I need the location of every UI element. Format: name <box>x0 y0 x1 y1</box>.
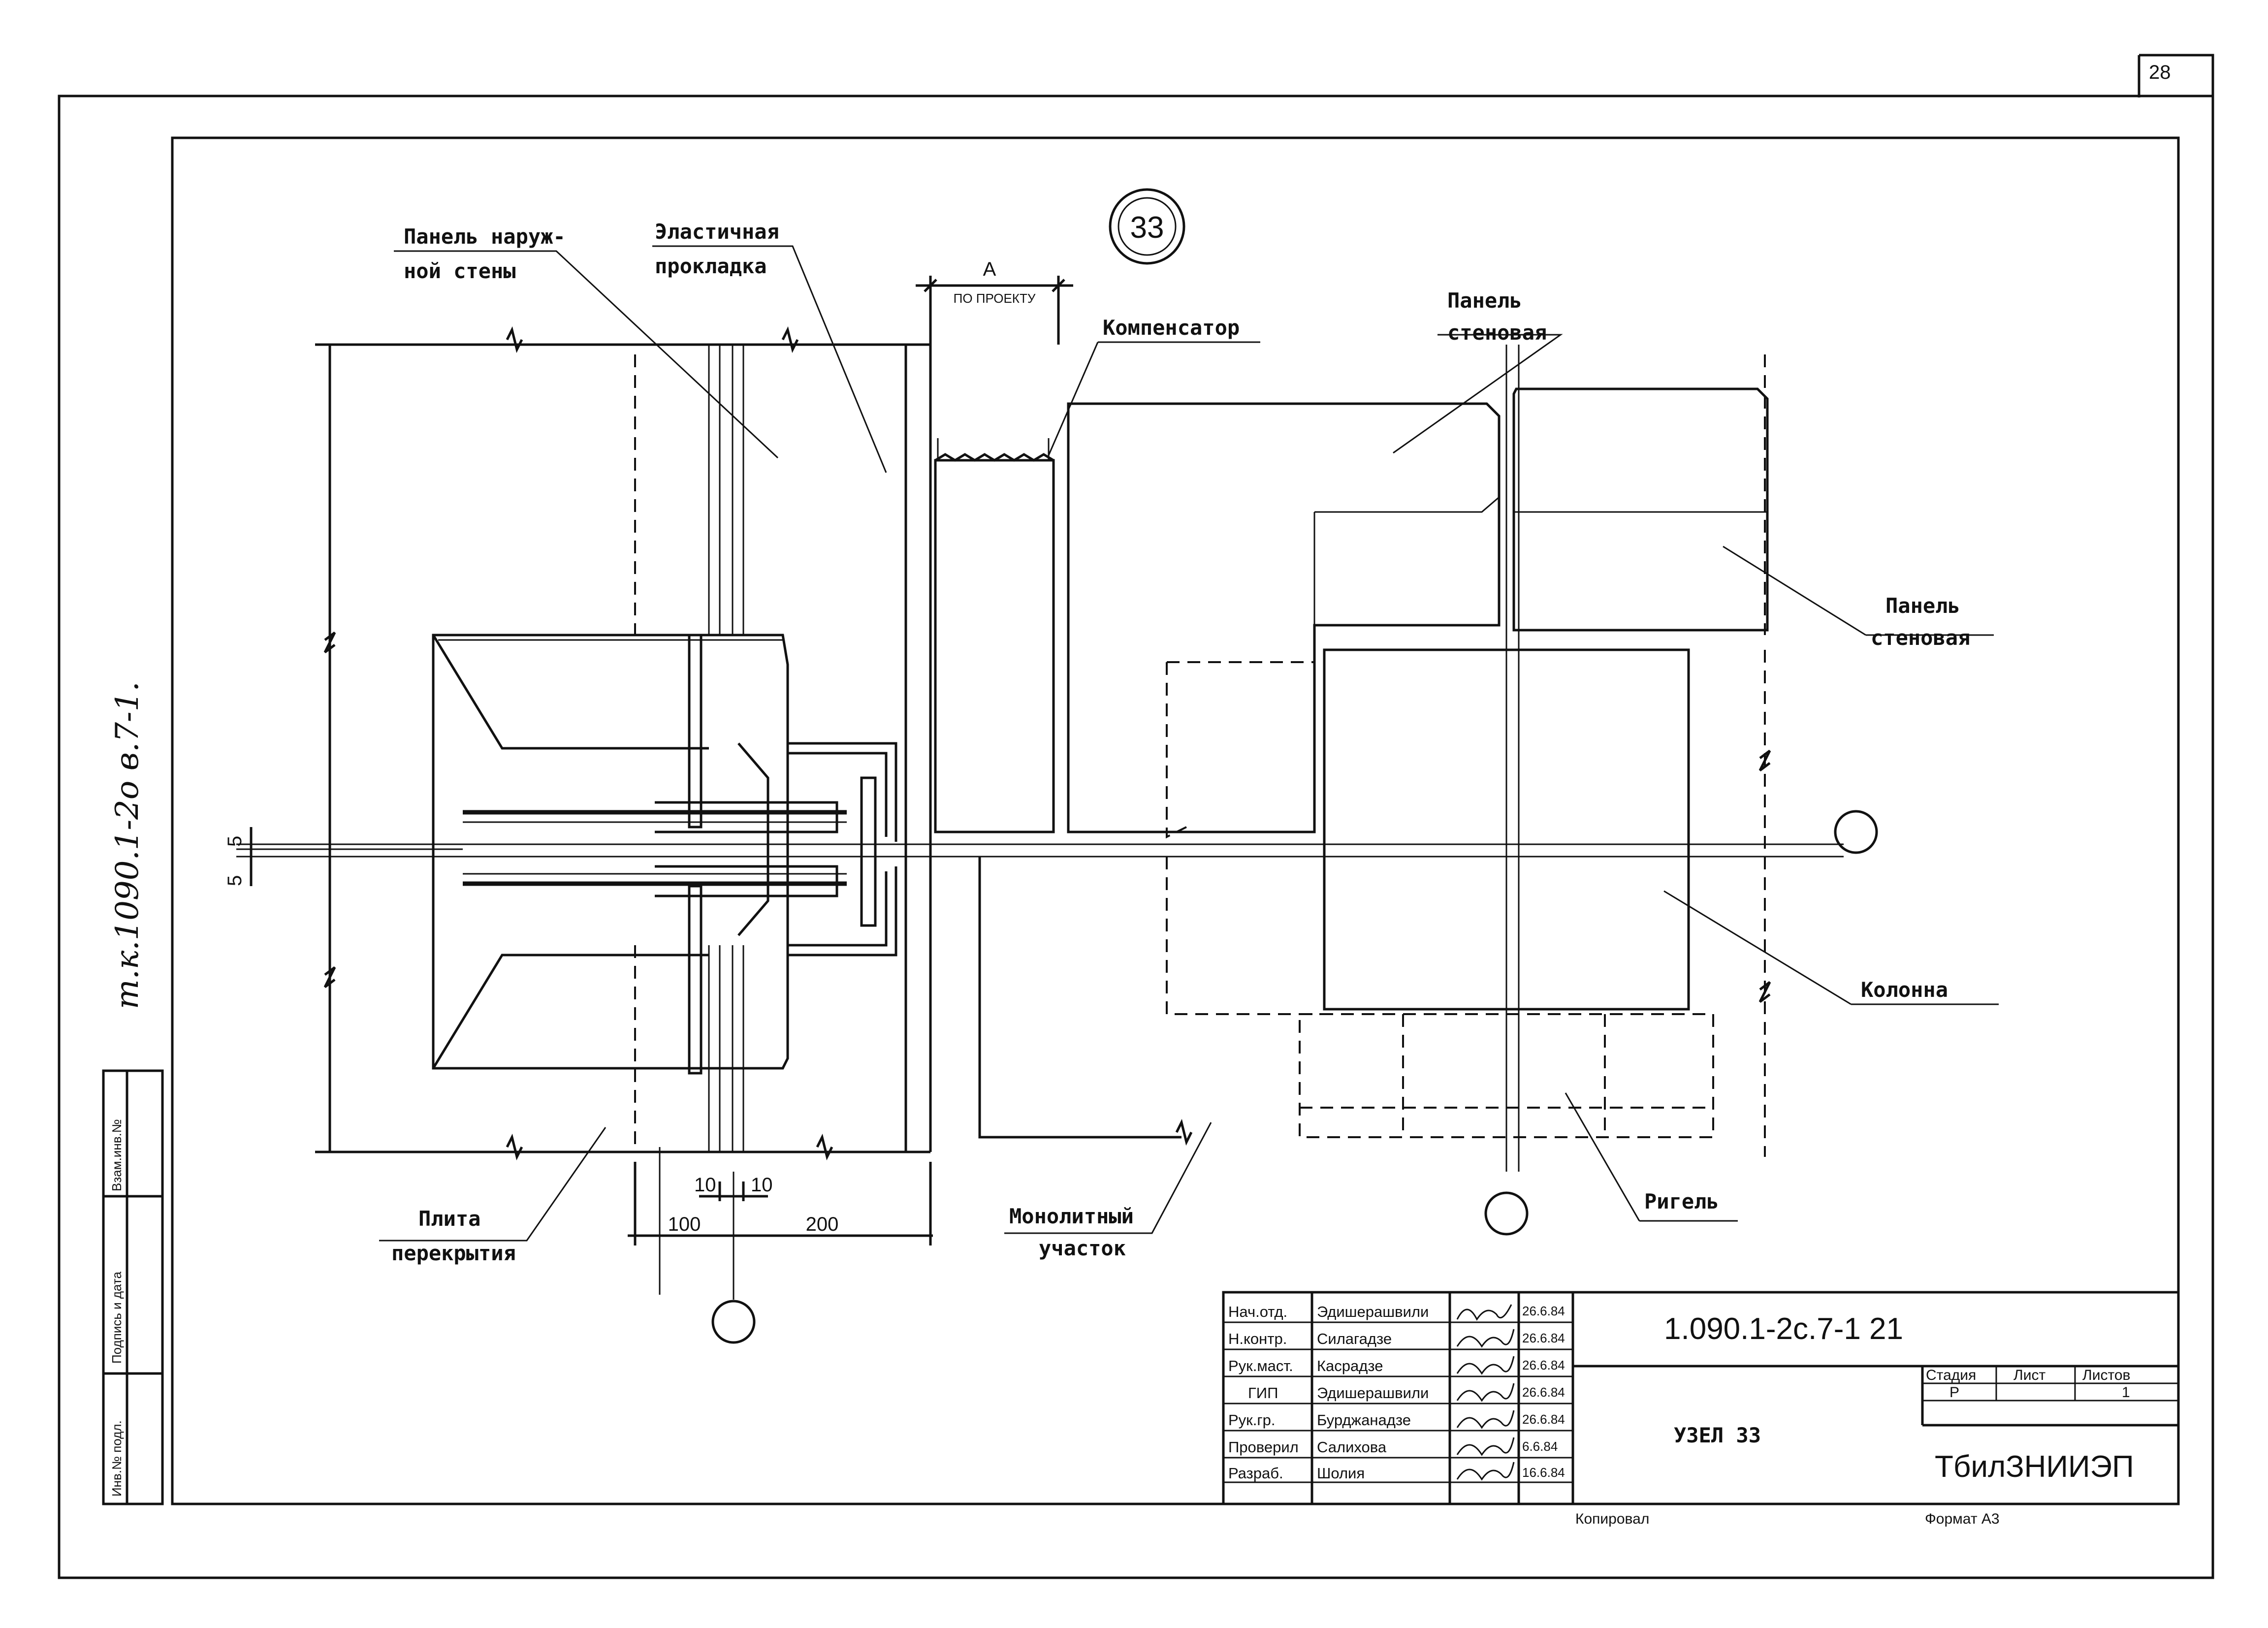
title-block: Нач.отд. Эдишерашвили 26.6.84 Н.контр. С… <box>1222 1291 2180 1505</box>
svg-text:6.6.84: 6.6.84 <box>1522 1439 1558 1454</box>
node-title: УЗЕЛ 33 <box>1674 1423 1761 1447</box>
svg-text:26.6.84: 26.6.84 <box>1522 1412 1565 1427</box>
label-wall-panel-right-1: Панель <box>1885 594 1960 618</box>
label-slab-1: Плита <box>418 1207 480 1231</box>
outer-frame <box>58 95 2214 1579</box>
column <box>1323 345 1771 1172</box>
organization: ТбилЗНИИЭП <box>1935 1450 2134 1484</box>
svg-text:Салихова: Салихова <box>1317 1438 1387 1456</box>
dim-100: 100 <box>668 1213 701 1235</box>
dim-ten-left: 10 <box>694 1174 716 1196</box>
svg-text:Н.контр.: Н.контр. <box>1228 1330 1287 1347</box>
title-row-6: Разраб. Шолия 16.6.84 <box>1228 1465 1565 1482</box>
drawing-designation: 1.090.1-2с.7-1 21 <box>1664 1312 1903 1346</box>
label-column: Колонна <box>1861 978 1948 1002</box>
svg-text:Разраб.: Разраб. <box>1228 1465 1283 1482</box>
label-wall-panel-right-2: стеновая <box>1871 626 1970 650</box>
node-marker: 33 <box>1109 188 1185 265</box>
floor-slab <box>236 634 1844 1075</box>
stage-label: Стадия <box>1926 1367 1976 1383</box>
title-row-2: Рук.маст. Касрадзе 26.6.84 <box>1228 1357 1565 1374</box>
label-compensator: Компенсатор <box>1103 316 1240 340</box>
leader-lines <box>379 245 1999 1242</box>
svg-text:26.6.84: 26.6.84 <box>1522 1358 1565 1373</box>
dim-gap-left: 5 <box>224 875 246 886</box>
copied-label: Копировал <box>1575 1511 1649 1527</box>
elastic-gasket <box>934 438 1055 833</box>
stage-value: Р <box>1949 1384 1959 1401</box>
side-stamp <box>102 1069 164 1505</box>
svg-text:26.6.84: 26.6.84 <box>1522 1385 1565 1400</box>
sheets-value: 1 <box>2122 1384 2130 1401</box>
label-monolith-2: участок <box>1039 1236 1126 1260</box>
dimension-a: А ПО ПРОЕКТУ <box>916 258 1073 345</box>
dim-200: 200 <box>806 1213 839 1235</box>
sheet-label: Лист <box>2013 1367 2045 1383</box>
side-stamp-inv: Инв.№ подл. <box>109 1420 124 1497</box>
svg-text:Рук.гр.: Рук.гр. <box>1228 1411 1276 1429</box>
label-crossbar: Ригель <box>1644 1189 1719 1213</box>
sheet-number-box <box>2138 54 2214 97</box>
svg-text:Эдишерашвили: Эдишерашвили <box>1317 1303 1429 1320</box>
title-row-5: Проверил Салихова 6.6.84 <box>1228 1438 1558 1456</box>
wall-panel-top <box>1067 354 1769 833</box>
bottom-dimensions: 10 10 100 200 5 5 <box>224 827 933 1245</box>
sheets-label: Листов <box>2082 1367 2130 1383</box>
svg-text:26.6.84: 26.6.84 <box>1522 1331 1565 1345</box>
dim-gap-right: 5 <box>224 836 246 847</box>
label-outer-wall-panel-2: ной стены <box>404 259 516 283</box>
title-row-0: Нач.отд. Эдишерашвили 26.6.84 <box>1228 1303 1565 1320</box>
svg-text:Касрадзе: Касрадзе <box>1317 1357 1383 1374</box>
label-wall-panel-top-1: Панель <box>1447 288 1522 313</box>
handwritten-stamp: т.к.1090.1-2о в.7-1. <box>109 681 146 1009</box>
monolithic-section <box>978 661 1324 1146</box>
label-wall-panel-top-2: стеновая <box>1447 320 1547 345</box>
label-elastic-gasket-1: Эластичная <box>655 220 779 244</box>
svg-text:26.6.84: 26.6.84 <box>1522 1304 1565 1318</box>
svg-text:33: 33 <box>1130 211 1164 245</box>
side-stamp-replace: Взам.инв.№ <box>109 1119 124 1191</box>
crossbar <box>1299 1013 1714 1138</box>
svg-text:Рук.маст.: Рук.маст. <box>1228 1357 1293 1374</box>
label-elastic-gasket-2: прокладка <box>655 254 767 278</box>
svg-text:Эдишерашвили: Эдишерашвили <box>1317 1384 1429 1402</box>
title-row-1: Н.контр. Силагадзе 26.6.84 <box>1228 1330 1565 1347</box>
label-outer-wall-panel-1: Панель наруж- <box>404 224 566 249</box>
label-slab-2: перекрытия <box>391 1241 516 1265</box>
svg-text:Нач.отд.: Нач.отд. <box>1228 1303 1287 1320</box>
svg-text:16.6.84: 16.6.84 <box>1522 1465 1565 1480</box>
svg-text:А: А <box>983 258 996 280</box>
inner-frame <box>171 136 2180 1505</box>
format-label: Формат А3 <box>1925 1511 2000 1527</box>
side-stamp-signature: Подпись и дата <box>109 1271 124 1364</box>
sheet-number: 28 <box>2149 62 2171 83</box>
svg-text:Бурджанадзе: Бурджанадзе <box>1317 1411 1411 1429</box>
svg-text:ГИП: ГИП <box>1248 1384 1278 1402</box>
svg-text:Силагадзе: Силагадзе <box>1317 1330 1392 1347</box>
outer-wall-panel <box>315 326 932 1161</box>
svg-text:Шолия: Шолия <box>1317 1465 1365 1482</box>
dim-ten-right: 10 <box>751 1174 773 1196</box>
axis-markers <box>659 810 1878 1344</box>
title-row-4: Рук.гр. Бурджанадзе 26.6.84 <box>1228 1411 1565 1429</box>
label-monolith-1: Монолитный <box>1009 1204 1134 1228</box>
svg-text:ПО ПРОЕКТУ: ПО ПРОЕКТУ <box>954 291 1036 306</box>
title-row-3: ГИП Эдишерашвили 26.6.84 <box>1248 1384 1565 1402</box>
svg-text:Проверил: Проверил <box>1228 1438 1299 1456</box>
